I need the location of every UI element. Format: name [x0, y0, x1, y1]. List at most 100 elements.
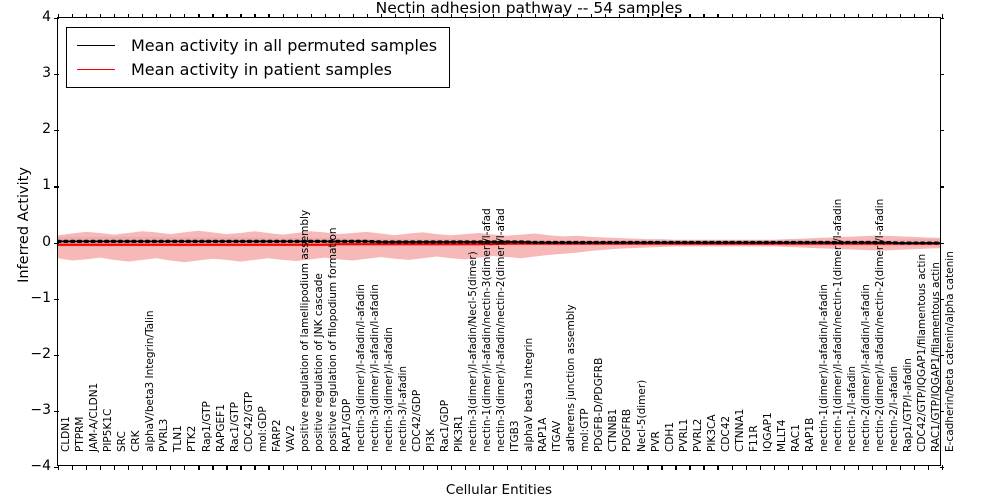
x-tick-label: nectin-1(dimer)/l-afadin/nectin-1(dimer)… [831, 198, 844, 452]
x-tick-mark [633, 13, 635, 18]
x-tick-mark [801, 465, 803, 470]
x-tick-label: RAP1B [803, 417, 816, 452]
x-tick-label: RAP1/GDP [340, 398, 353, 452]
x-tick-mark [72, 465, 74, 470]
x-tick-mark [591, 13, 593, 18]
x-tick-mark [535, 465, 537, 470]
x-tick-mark [464, 465, 467, 470]
x-tick-mark [773, 465, 775, 470]
x-tick-mark [913, 465, 916, 470]
y-tick-mark [939, 467, 944, 469]
x-tick-mark [184, 465, 186, 470]
y-tick-mark [939, 298, 944, 300]
y-tick-label: 2 [42, 121, 51, 138]
x-tick-mark [745, 465, 747, 470]
y-tick-label: 1 [42, 177, 51, 194]
x-tick-label: CLDN1 [60, 416, 73, 452]
legend-line-icon-black [77, 44, 115, 46]
x-tick-mark [633, 465, 635, 470]
y-tick-mark [54, 130, 59, 132]
x-tick-mark [857, 13, 859, 18]
x-tick-label: RAP1A [537, 417, 550, 452]
y-tick-label: −3 [30, 401, 51, 418]
x-tick-mark [773, 13, 775, 18]
x-tick-mark [507, 465, 509, 470]
x-tick-mark [759, 13, 761, 18]
x-tick-mark [436, 465, 439, 470]
page-title: Nectin adhesion pathway -- 54 samples [375, 0, 683, 17]
x-tick-mark [647, 13, 649, 18]
y-tick-mark [939, 130, 944, 132]
x-tick-label: CRK [130, 430, 143, 452]
x-tick-mark [268, 465, 270, 470]
x-tick-mark [801, 13, 803, 18]
x-tick-label: PVRL3 [158, 418, 171, 452]
x-tick-label: PDGFB-D/PDGFRB [593, 357, 606, 452]
x-tick-label: CTNNA1 [733, 408, 746, 452]
x-tick-mark [885, 13, 888, 18]
x-tick-label: CDC42 [719, 415, 732, 452]
x-tick-mark [240, 13, 242, 18]
x-tick-mark [338, 13, 340, 18]
x-tick-label: PTK2 [186, 425, 199, 452]
x-tick-mark [324, 465, 326, 470]
y-tick-label: −4 [30, 458, 51, 474]
x-tick-mark [296, 13, 298, 18]
x-tick-mark [128, 465, 130, 470]
x-tick-label: Rac1/GTP [228, 402, 241, 452]
legend-line-icon-red [77, 68, 115, 70]
legend-item-patient: Mean activity in patient samples [77, 57, 437, 81]
x-tick-label: CDH1 [663, 422, 676, 452]
x-tick-mark [86, 13, 88, 18]
x-tick-mark [282, 13, 284, 18]
y-tick-mark [939, 354, 944, 356]
x-tick-mark [324, 13, 326, 18]
x-tick-mark [478, 465, 481, 470]
x-tick-mark [310, 465, 312, 470]
y-tick-mark [939, 242, 944, 244]
x-tick-mark [212, 465, 214, 470]
x-tick-mark [885, 465, 888, 470]
x-tick-mark [605, 13, 607, 18]
x-tick-mark [703, 465, 705, 470]
x-tick-mark [871, 13, 874, 18]
x-tick-mark [394, 13, 396, 18]
x-tick-label: CDC42/GTP [242, 391, 255, 452]
y-tick-label: 3 [42, 65, 51, 82]
x-tick-mark [156, 465, 158, 470]
y-tick-mark [54, 354, 59, 356]
x-tick-mark [268, 13, 270, 18]
x-tick-mark [871, 465, 874, 470]
x-tick-label: nectin-3(dimer)/l-afadin [382, 327, 395, 452]
x-tick-mark [422, 13, 424, 18]
x-tick-mark [745, 13, 747, 18]
x-tick-label: mol:GDP [256, 406, 269, 452]
x-tick-label: nectin-1(dimer)/l-afadin/nectin-3(dimer)… [481, 208, 494, 452]
x-tick-mark [689, 13, 691, 18]
x-tick-label: nectin-3(dimer)/l-afadin/l-afadin [368, 284, 381, 452]
y-tick-mark [54, 467, 59, 469]
x-tick-mark [787, 13, 789, 18]
x-tick-mark [128, 13, 130, 18]
x-tick-label: adherens junction assembly [565, 304, 578, 452]
x-tick-mark [703, 13, 705, 18]
x-tick-label: nectin-3(dimer)/l-afadin/l-afadin [354, 284, 367, 452]
x-tick-label: nectin-1/l-afadin [845, 365, 858, 452]
x-tick-label: PIP5K1C [102, 408, 115, 452]
x-tick-mark [647, 465, 649, 470]
x-tick-label: VAV2 [284, 425, 297, 452]
x-tick-label: RAC1 [789, 424, 802, 452]
x-tick-mark [563, 13, 565, 18]
x-tick-mark [170, 13, 172, 18]
y-tick-mark [54, 186, 59, 188]
x-tick-label: alphaV beta3 Integrin [523, 337, 536, 452]
x-tick-mark [815, 465, 817, 470]
x-tick-mark [380, 465, 382, 470]
x-tick-mark [619, 465, 621, 470]
x-tick-mark [927, 465, 930, 470]
x-tick-mark [675, 13, 677, 18]
x-tick-mark [815, 13, 817, 18]
x-tick-label: nectin-2(dimer)/l-afadin/nectin-2(dimer)… [874, 198, 887, 452]
plot-clip [58, 18, 940, 465]
y-tick-mark [939, 18, 944, 20]
